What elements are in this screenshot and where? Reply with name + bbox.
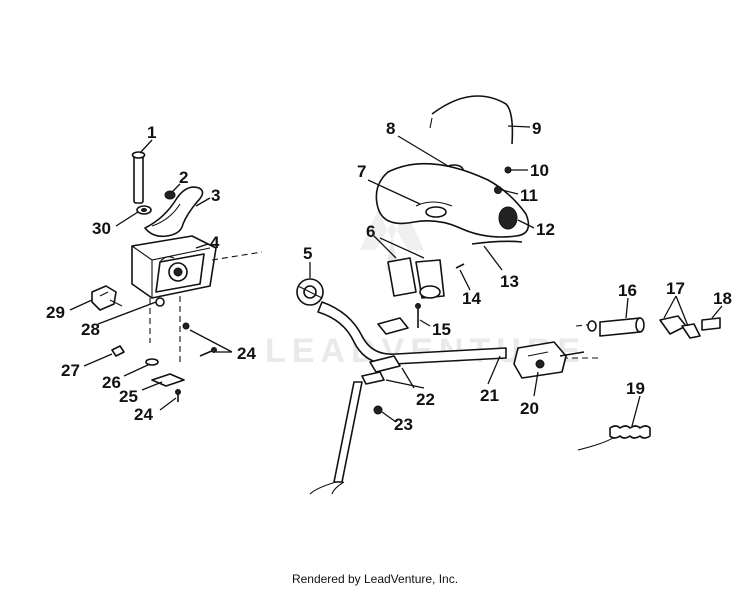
callout-24b: 24	[134, 405, 153, 424]
callout-16: 16	[618, 281, 637, 300]
part-28-screw	[155, 297, 165, 307]
callout-12: 12	[536, 220, 555, 239]
callout-11: 11	[520, 186, 538, 205]
part-18-bolt	[701, 317, 721, 331]
part-22-clamps	[361, 317, 409, 385]
callout-6: 6	[366, 222, 375, 241]
callout-7: 7	[357, 162, 366, 181]
callout-23: 23	[394, 415, 413, 434]
part-7-handlebar-cover	[375, 162, 530, 238]
callout-18: 18	[713, 289, 732, 308]
callout-30: 30	[92, 219, 111, 238]
callout-15: 15	[432, 320, 451, 339]
part-30-washer	[136, 205, 152, 215]
part-20-throttle-control	[513, 341, 585, 379]
callout-5: 5	[303, 244, 312, 263]
callout-4: 4	[210, 233, 220, 252]
callout-24a: 24	[237, 344, 256, 363]
leader-lines	[69, 125, 723, 427]
callout-27: 27	[61, 361, 80, 380]
callout-3: 3	[211, 186, 220, 205]
callout-8: 8	[386, 119, 395, 138]
part-2-nut	[164, 190, 176, 200]
callout-9: 9	[532, 119, 541, 138]
callout-1: 1	[147, 123, 156, 142]
part-3-bracket	[144, 186, 204, 238]
part-17-end-caps	[659, 315, 701, 339]
part-11-nut	[494, 186, 502, 194]
callout-2: 2	[179, 168, 188, 187]
callout-14: 14	[462, 289, 481, 308]
part-15-bolt	[415, 303, 421, 328]
dash-line-16	[575, 323, 597, 327]
callout-13: 13	[500, 272, 519, 291]
part-29-clip	[91, 285, 123, 311]
part-14-screw	[455, 263, 465, 269]
dash-line-4	[211, 251, 263, 261]
part-23-nut	[373, 405, 383, 415]
part-21-handlebar	[317, 301, 507, 365]
part-9-trim	[429, 95, 514, 145]
callout-25: 25	[119, 387, 138, 406]
callout-17: 17	[666, 279, 685, 298]
part-5-nut	[296, 278, 324, 306]
part-4-headlight-housing	[131, 235, 217, 299]
callout-22: 22	[416, 390, 435, 409]
part-19-cable	[577, 425, 651, 451]
part-24-screws	[175, 322, 217, 402]
callout-19: 19	[626, 379, 645, 398]
part-16-grip	[587, 317, 645, 337]
callout-28: 28	[81, 320, 100, 339]
part-steering-column	[309, 381, 363, 495]
callout-21: 21	[480, 386, 499, 405]
part-6-switches	[387, 257, 445, 299]
callout-labels: 1 2 3 30 4 29 28 24 27 26 25 24 5 6 7 8 …	[46, 119, 732, 434]
callout-20: 20	[520, 399, 539, 418]
part-13-strip	[471, 240, 523, 245]
callout-29: 29	[46, 303, 65, 322]
part-27-clip	[111, 345, 125, 357]
callout-10: 10	[530, 161, 549, 180]
part-1-bolt	[131, 151, 146, 204]
callout-26: 26	[102, 373, 121, 392]
part-26-washer	[145, 358, 159, 366]
footer-credit: Rendered by LeadVenture, Inc.	[291, 572, 459, 586]
